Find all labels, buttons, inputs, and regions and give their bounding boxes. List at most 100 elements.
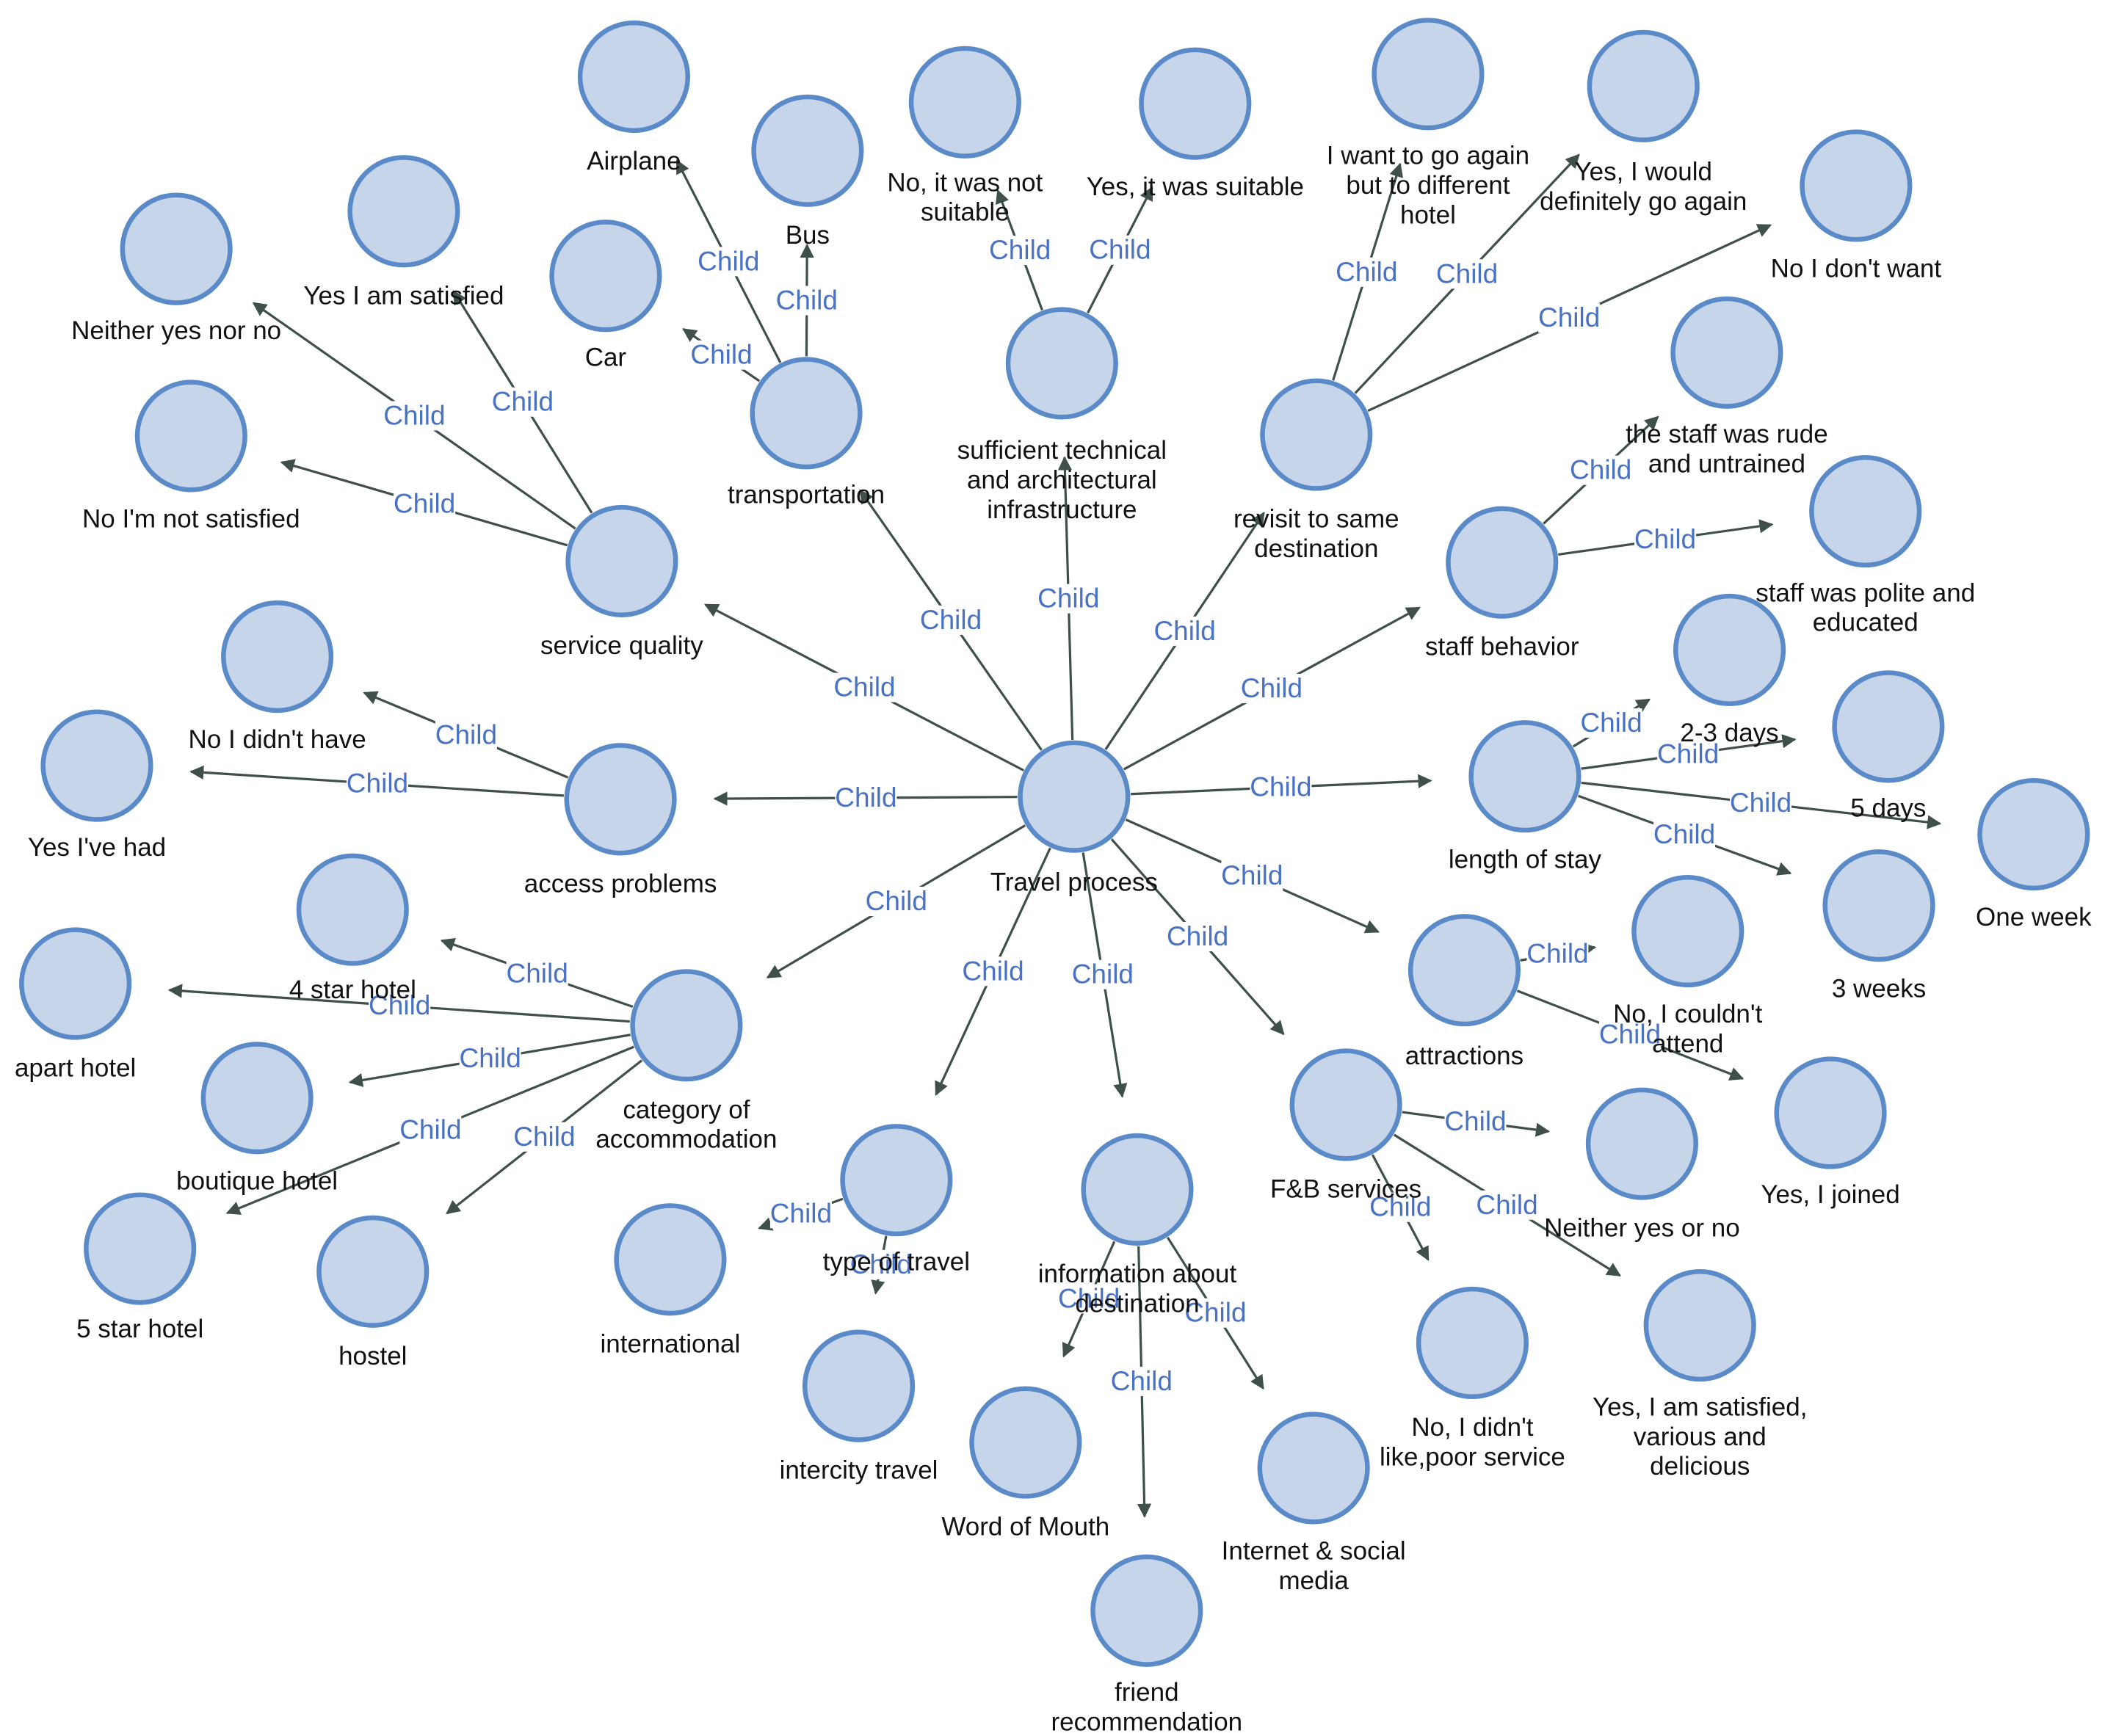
- node-circle[interactable]: [1587, 29, 1700, 142]
- node-airplane[interactable]: Airplane: [577, 20, 690, 175]
- node-neither_fb[interactable]: Neither yes or no: [1544, 1087, 1740, 1243]
- node-circle[interactable]: [1081, 1133, 1194, 1246]
- node-circle[interactable]: [969, 1386, 1082, 1499]
- node-circle[interactable]: [1005, 307, 1118, 420]
- node-didnt_have[interactable]: No I didn't have: [189, 600, 366, 754]
- node-circle[interactable]: [1139, 47, 1252, 160]
- node-travel[interactable]: Travel process: [990, 740, 1158, 897]
- node-circle[interactable]: [1260, 378, 1373, 491]
- node-circle[interactable]: [802, 1329, 916, 1442]
- node-circle[interactable]: [40, 709, 153, 822]
- node-circle[interactable]: [1585, 1087, 1698, 1200]
- node-type[interactable]: type of travel: [823, 1124, 970, 1276]
- node-circle[interactable]: [565, 504, 678, 617]
- edge-label-background: [1184, 1298, 1247, 1328]
- node-circle[interactable]: [908, 46, 1021, 159]
- node-not_satisfied[interactable]: No I'm not satisfied: [82, 379, 300, 534]
- node-circle[interactable]: [1090, 1554, 1203, 1667]
- node-intercity[interactable]: intercity travel: [780, 1329, 938, 1485]
- node-suitable[interactable]: Yes, it was suitable: [1087, 47, 1304, 201]
- node-bus[interactable]: Bus: [751, 94, 864, 250]
- node-week1[interactable]: One week: [1976, 777, 2092, 931]
- node-apart[interactable]: apart hotel: [15, 927, 136, 1083]
- node-circle[interactable]: [630, 969, 743, 1082]
- node-circle[interactable]: [751, 94, 864, 207]
- node-circle[interactable]: [1809, 455, 1922, 568]
- node-circle[interactable]: [1468, 720, 1582, 833]
- node-circle[interactable]: [1977, 777, 2090, 891]
- node-circle[interactable]: [200, 1042, 314, 1155]
- node-stay[interactable]: length of stay: [1449, 720, 1602, 874]
- node-circle[interactable]: [1774, 1056, 1887, 1169]
- node-circle[interactable]: [84, 1192, 197, 1305]
- node-circle[interactable]: [1289, 1048, 1402, 1161]
- node-circle[interactable]: [134, 379, 247, 493]
- node-neither_sq[interactable]: Neither yes nor no: [71, 192, 281, 345]
- node-circle[interactable]: [1822, 849, 1935, 962]
- node-circle[interactable]: [1416, 1286, 1529, 1400]
- node-circle[interactable]: [1673, 593, 1786, 706]
- node-weeks3[interactable]: 3 weeks: [1822, 849, 1935, 1003]
- node-circle[interactable]: [1446, 506, 1559, 619]
- node-circle[interactable]: [347, 155, 460, 268]
- node-joined[interactable]: Yes, I joined: [1761, 1056, 1900, 1209]
- node-wom[interactable]: Word of Mouth: [941, 1386, 1109, 1541]
- node-circle[interactable]: [1643, 1269, 1756, 1382]
- node-circle[interactable]: [1670, 296, 1783, 409]
- node-circle[interactable]: [1018, 740, 1131, 853]
- node-hostel[interactable]: hostel: [316, 1215, 430, 1370]
- node-circle[interactable]: [1257, 1412, 1370, 1525]
- node-satisfied[interactable]: Yes I am satisfied: [303, 155, 504, 310]
- node-dont_want[interactable]: No I don't want: [1771, 129, 1942, 283]
- node-service[interactable]: service quality: [540, 504, 703, 660]
- node-circle[interactable]: [221, 600, 334, 713]
- edge-label: Child: [394, 488, 455, 518]
- node-circle[interactable]: [120, 192, 233, 305]
- node-circle[interactable]: [1372, 18, 1485, 131]
- node-circle[interactable]: [296, 853, 409, 966]
- node-access[interactable]: access problems: [524, 743, 717, 898]
- node-circle[interactable]: [549, 219, 662, 333]
- node-car[interactable]: Car: [549, 219, 662, 372]
- node-circle[interactable]: [316, 1215, 430, 1328]
- node-circle[interactable]: [19, 927, 132, 1040]
- node-circle[interactable]: [564, 743, 677, 856]
- node-had[interactable]: Yes I've had: [28, 709, 166, 862]
- node-circle[interactable]: [1800, 129, 1913, 242]
- node-staff[interactable]: staff behavior: [1425, 506, 1579, 661]
- node-circle[interactable]: [577, 20, 690, 134]
- node-fb[interactable]: F&B services: [1270, 1048, 1421, 1204]
- node-attractions[interactable]: attractions: [1405, 914, 1524, 1070]
- node-circle[interactable]: [1832, 670, 1945, 783]
- node-star5[interactable]: 5 star hotel: [76, 1192, 203, 1343]
- node-boutique[interactable]: boutique hotel: [176, 1042, 338, 1196]
- edge-label: Child: [698, 246, 759, 276]
- node-circle[interactable]: [840, 1124, 953, 1237]
- node-circle[interactable]: [1407, 914, 1521, 1027]
- node-transportation[interactable]: transportation: [728, 357, 885, 509]
- node-label: Yes I am satisfied: [303, 281, 504, 310]
- node-circle[interactable]: [1631, 874, 1744, 988]
- edge-label-background: [394, 489, 456, 519]
- node-circle[interactable]: [750, 357, 863, 470]
- node-circle[interactable]: [614, 1203, 727, 1316]
- node-international[interactable]: international: [601, 1203, 741, 1358]
- node-label: infrastructure: [987, 495, 1137, 524]
- node-star4[interactable]: 4 star hotel: [289, 853, 416, 1004]
- node-d5[interactable]: 5 days: [1832, 670, 1945, 823]
- node-d23[interactable]: 2-3 days: [1673, 593, 1786, 747]
